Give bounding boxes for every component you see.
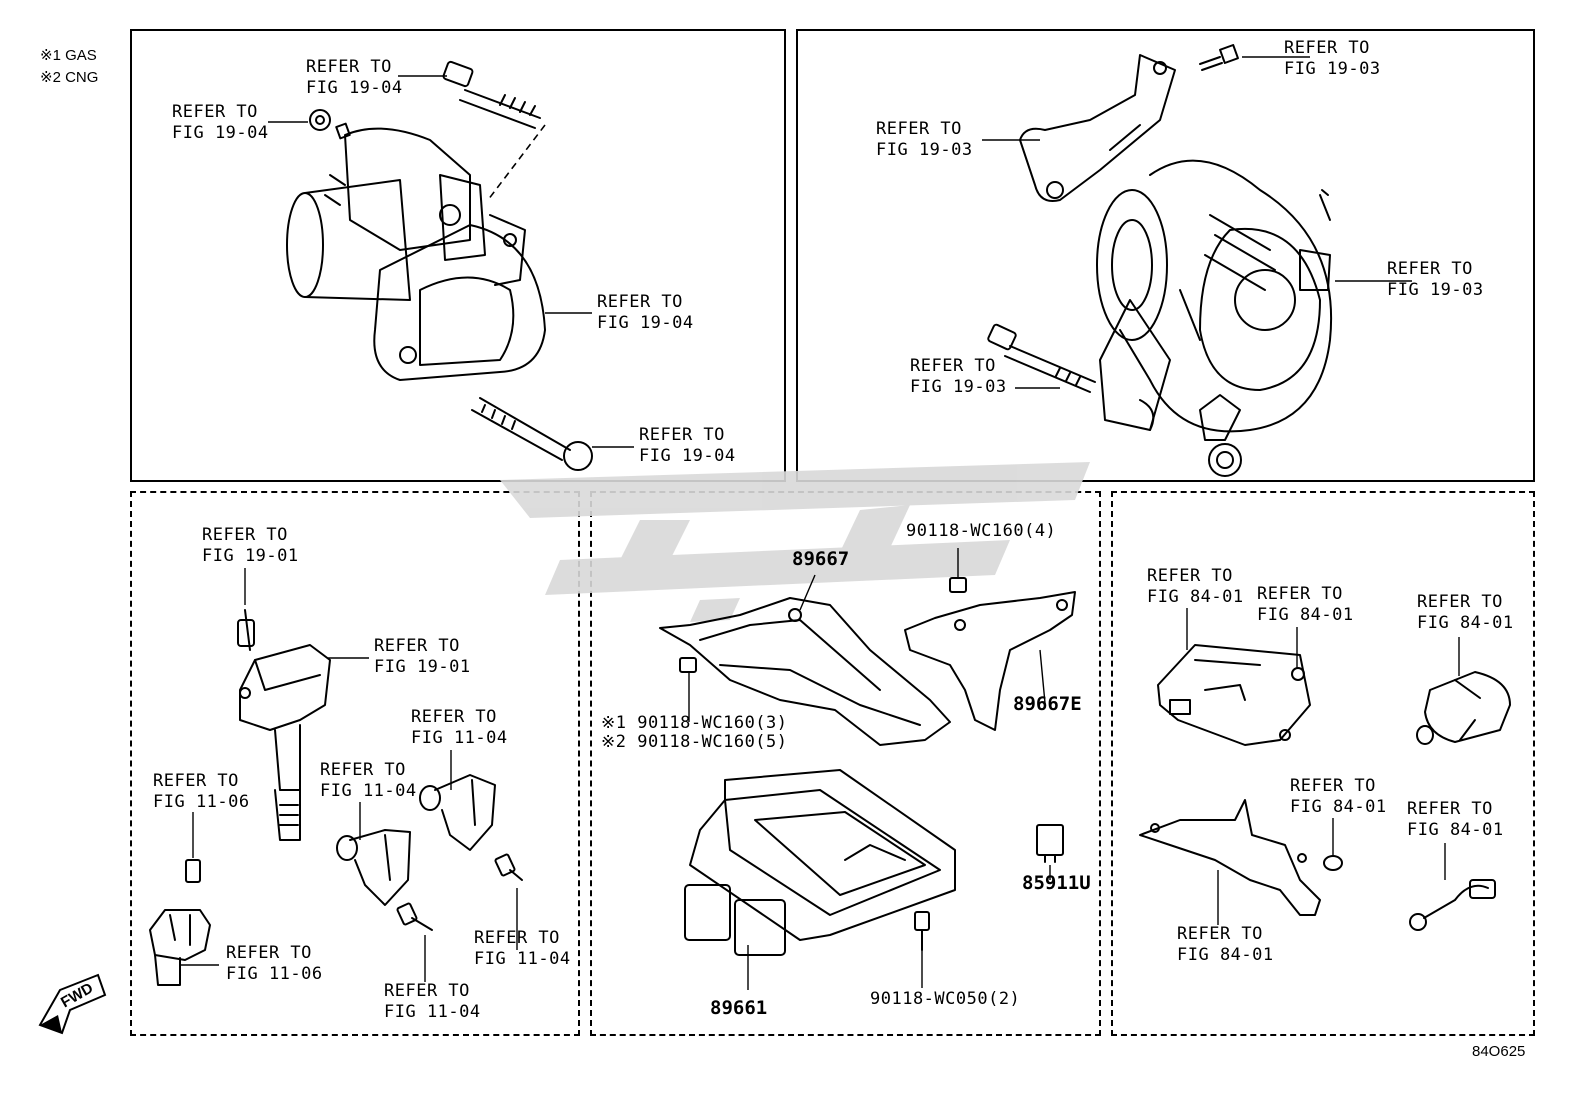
ecu-bracket-e-drawing — [904, 591, 1076, 731]
cam-sensor-drawing — [336, 774, 496, 906]
starter-ref-bolt-bottom: REFER TO FIG 19-04 — [639, 425, 736, 466]
relay-drawing — [1036, 824, 1064, 863]
starter-ref-bolt-top: REFER TO FIG 19-04 — [306, 57, 403, 98]
alternator-ref-long-bolt: REFER TO FIG 19-03 — [910, 356, 1007, 397]
part-90118-wc050-2: 90118-WC050(2) — [870, 989, 1021, 1009]
sensor-ref-module-nut: REFER TO FIG 84-01 — [1257, 584, 1354, 625]
starter-panel — [130, 29, 786, 482]
part-90118-wc160-3-gas: ※1 90118-WC160(3) — [601, 713, 788, 733]
legend-cng: ※2 CNG — [40, 69, 99, 86]
temp-sensor-drawing — [1409, 879, 1496, 931]
sensor-ref-temp: REFER TO FIG 84-01 — [1407, 799, 1504, 840]
sensor-module-drawing — [1157, 644, 1311, 746]
ignition-ref-crank-bolt: REFER TO FIG 11-06 — [153, 771, 250, 812]
pressure-sensor-drawing — [1416, 671, 1511, 745]
sensor-ref-module: REFER TO FIG 84-01 — [1147, 566, 1244, 607]
part-89667e: 89667E — [1013, 693, 1082, 715]
starter-ref-motor: REFER TO FIG 19-04 — [597, 292, 694, 333]
ignition-panel — [130, 491, 580, 1036]
ecu-drawing — [684, 769, 956, 956]
part-90118-wc160-4: 90118-WC160(4) — [906, 521, 1057, 541]
crank-sensor-drawing — [149, 909, 211, 986]
part-89661: 89661 — [710, 997, 768, 1019]
part-89667: 89667 — [792, 548, 850, 570]
alternator-long-bolt — [987, 323, 1096, 393]
ecu-bolts — [679, 577, 967, 951]
part-90118-wc160-5-cng: ※2 90118-WC160(5) — [601, 732, 788, 752]
ignition-ref-bolt: REFER TO FIG 19-01 — [202, 525, 299, 566]
starter-bolt-top — [442, 60, 541, 129]
ignition-small-bolts — [185, 853, 523, 931]
ecu-bracket-drawing — [659, 597, 951, 746]
alternator-panel — [796, 29, 1535, 482]
part-85911u: 85911U — [1022, 872, 1091, 894]
alternator-ref-bolt: REFER TO FIG 19-03 — [1284, 38, 1381, 79]
ignition-ref-bolt-bottom: REFER TO FIG 11-04 — [384, 981, 481, 1022]
alternator-ref-bracket: REFER TO FIG 19-03 — [876, 119, 973, 160]
ignition-coil-drawing — [237, 609, 331, 841]
diagram-code: 84O625 — [1472, 1043, 1526, 1060]
ignition-ref-coil: REFER TO FIG 19-01 — [374, 636, 471, 677]
starter-stud — [335, 122, 351, 140]
ignition-ref-bolt-right: REFER TO FIG 11-04 — [474, 928, 571, 969]
sensor-panel — [1111, 491, 1535, 1036]
alternator-ref-body: REFER TO FIG 19-03 — [1387, 259, 1484, 300]
starter-ref-nut: REFER TO FIG 19-04 — [172, 102, 269, 143]
starter-nut — [309, 109, 331, 131]
sensor-ref-bracket-nut: REFER TO FIG 84-01 — [1290, 776, 1387, 817]
sensor-ref-bracket: REFER TO FIG 84-01 — [1177, 924, 1274, 965]
alternator-small-bolt — [1199, 44, 1239, 71]
alternator-drawing — [1019, 54, 1333, 477]
sensor-ref-pressure: REFER TO FIG 84-01 — [1417, 592, 1514, 633]
ignition-ref-cam-sensor-1: REFER TO FIG 11-04 — [320, 760, 417, 801]
ignition-ref-crank-sensor: REFER TO FIG 11-06 — [226, 943, 323, 984]
watermark-logo — [500, 462, 1090, 622]
starter-motor-drawing — [286, 127, 546, 381]
starter-bolt-bottom — [471, 397, 593, 471]
legend-gas: ※1 GAS — [40, 47, 97, 64]
ignition-ref-cam-sensor-2: REFER TO FIG 11-04 — [411, 707, 508, 748]
fwd-arrow-icon — [38, 973, 107, 1035]
